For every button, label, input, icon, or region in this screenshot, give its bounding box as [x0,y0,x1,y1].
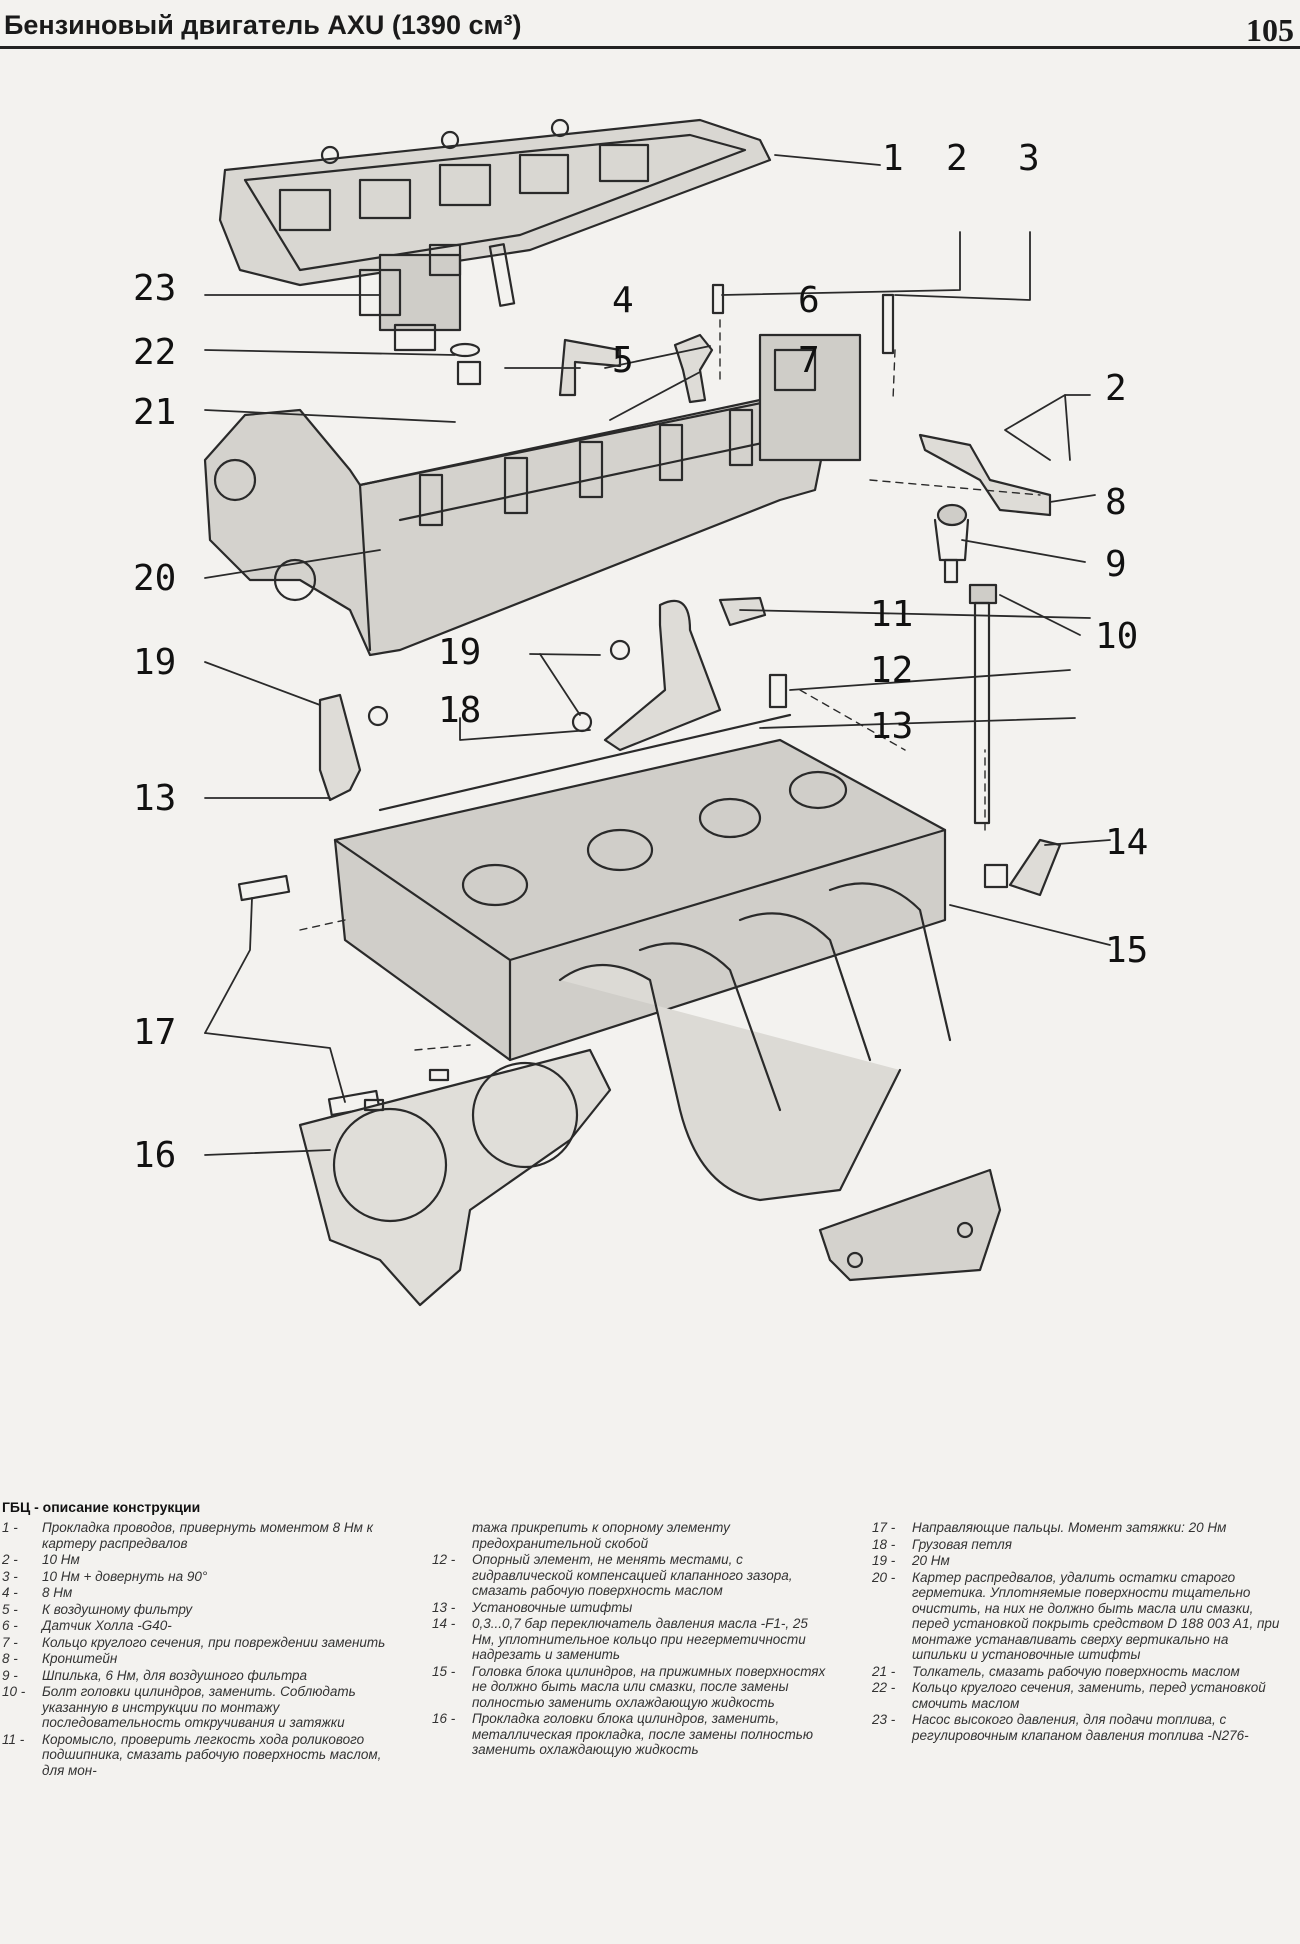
callout-3: 3 [1018,138,1040,179]
legend-item: 17 -Направляющие пальцы. Момент затяжки:… [872,1520,1227,1535]
legend-item: 11 -Коромысло, проверить легкость хода р… [2,1731,382,1778]
callout-2: 2 [946,138,968,179]
callout-7: 7 [798,340,820,381]
callout-4: 4 [612,280,634,321]
page-number: 105 [1246,12,1294,48]
callout-6: 6 [798,280,820,321]
callout-8: 8 [1105,482,1127,523]
legend-item: 5 -К воздушному фильтру [2,1601,193,1617]
legend-column-3: 17 -Направляющие пальцы. Момент затяжки:… [872,1520,1282,1744]
legend-item: 8 -Кронштейн [2,1651,118,1666]
callout-11: 11 [870,594,914,635]
legend-item: 6 -Датчик Холла -G40- [2,1618,172,1633]
legend-item: 18 -Грузовая петля [872,1536,1012,1552]
callout-20: 20 [133,558,177,599]
callout-19b: 19 [438,632,482,673]
page-header: Бензиновый двигатель AXU (1390 см³) 105 [0,0,1300,49]
callout-13: 13 [133,778,177,819]
engine-exploded-drawing [203,118,1111,1307]
callout-17: 17 [133,1012,177,1053]
callout-15: 15 [1105,930,1149,971]
callout-21: 21 [133,392,177,433]
legend-item: 7 -Кольцо круглого сечения, при поврежде… [2,1634,386,1650]
legend-item: 3 -10 Нм + довернуть на 90° [2,1568,208,1584]
callout-12: 12 [870,650,914,691]
legend-item: 2 -10 Нм [2,1552,80,1567]
cover-part [218,118,772,287]
legend-item: тажа прикрепить к опорному элементу пред… [472,1520,730,1551]
legend-item: 23 -Насос высокого давления, для подачи … [872,1712,1249,1743]
legend-item: 4 -8 Нм [2,1585,73,1600]
callout-23: 23 [133,268,177,309]
legend-item: 15 -Головка блока цилиндров, на прижимны… [432,1663,826,1710]
page-title: Бензиновый двигатель AXU (1390 см³) [4,10,522,40]
legend-heading: ГБЦ - описание конструкции [2,1499,201,1515]
legend-item: 21 -Толкатель, смазать рабочую поверхнос… [872,1663,1240,1679]
header-rule [0,46,1300,49]
legend-item: 13 -Установочные штифты [432,1599,633,1615]
legend: ГБЦ - описание конструкции 1 -Прокладка … [0,1488,1300,1944]
callout-2b: 2 [1105,368,1127,409]
cylinder-head-part [333,713,947,1062]
exhaust-manifold-part [558,882,1002,1282]
callout-1: 1 [882,138,904,179]
callout-18: 18 [438,690,482,731]
legend-item: 9 -Шпилька, 6 Нм, для воздушного фильтра [2,1667,308,1683]
legend-item: 22 -Кольцо круглого сечения, заменить, п… [872,1680,1266,1711]
callout-22: 22 [133,332,177,373]
callout-5: 5 [612,340,634,381]
legend-item: 12 -Опорный элемент, не менять местами, … [432,1552,793,1598]
camshaft-housing-part [203,333,862,657]
exploded-view-figure: 1 2 3 23 4 6 22 5 7 21 2 8 20 9 11 10 19… [0,50,1300,1480]
callout-10: 10 [1095,616,1139,657]
legend-item: 1 -Прокладка проводов, привернуть момент… [2,1520,374,1551]
legend-item: 20 -Картер распредвалов, удалить остатки… [872,1569,1280,1663]
gasket-part [298,1048,612,1307]
pump-part [358,243,516,352]
legend-column-1: 1 -Прокладка проводов, привернуть момент… [2,1520,392,1779]
legend-item: 10 -Болт головки цилиндров, заменить. Со… [2,1684,356,1730]
callout-19: 19 [133,642,177,683]
legend-item: 16 -Прокладка головки блока цилиндров, з… [432,1711,814,1757]
callout-13b: 13 [870,706,914,747]
legend-item: 19 -20 Нм [872,1553,950,1568]
callout-14: 14 [1105,822,1149,863]
callout-9: 9 [1105,544,1127,585]
legend-column-2: тажа прикрепить к опорному элементу пред… [432,1520,827,1759]
callout-16: 16 [133,1135,177,1176]
legend-item: 14 -0,3...0,7 бар переключатель давления… [432,1616,808,1662]
